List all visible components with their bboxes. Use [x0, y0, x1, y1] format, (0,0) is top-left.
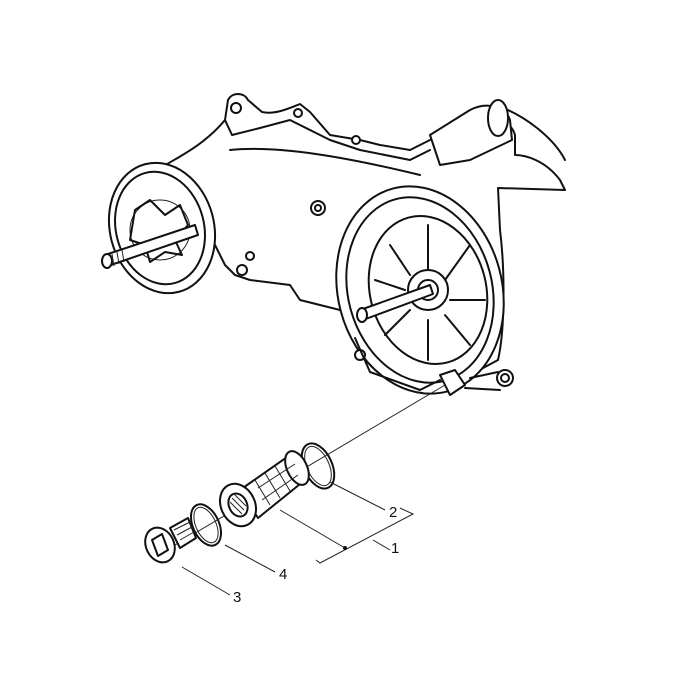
assembly-axis-line: [174, 384, 446, 546]
oil-filter-screen-part-1: [219, 450, 310, 528]
clutch-drum: [101, 161, 217, 295]
starter-motor: [429, 99, 566, 166]
drain-plug-part-3: [144, 517, 197, 564]
callout-4: 4: [279, 566, 288, 583]
callout-3: 3: [233, 589, 242, 606]
variator-cover: [335, 185, 514, 396]
callout-1: 1: [391, 540, 400, 557]
callout-2: 2: [389, 504, 398, 521]
o-ring-part-4: [189, 503, 223, 547]
callout-leaders: [181, 481, 415, 596]
